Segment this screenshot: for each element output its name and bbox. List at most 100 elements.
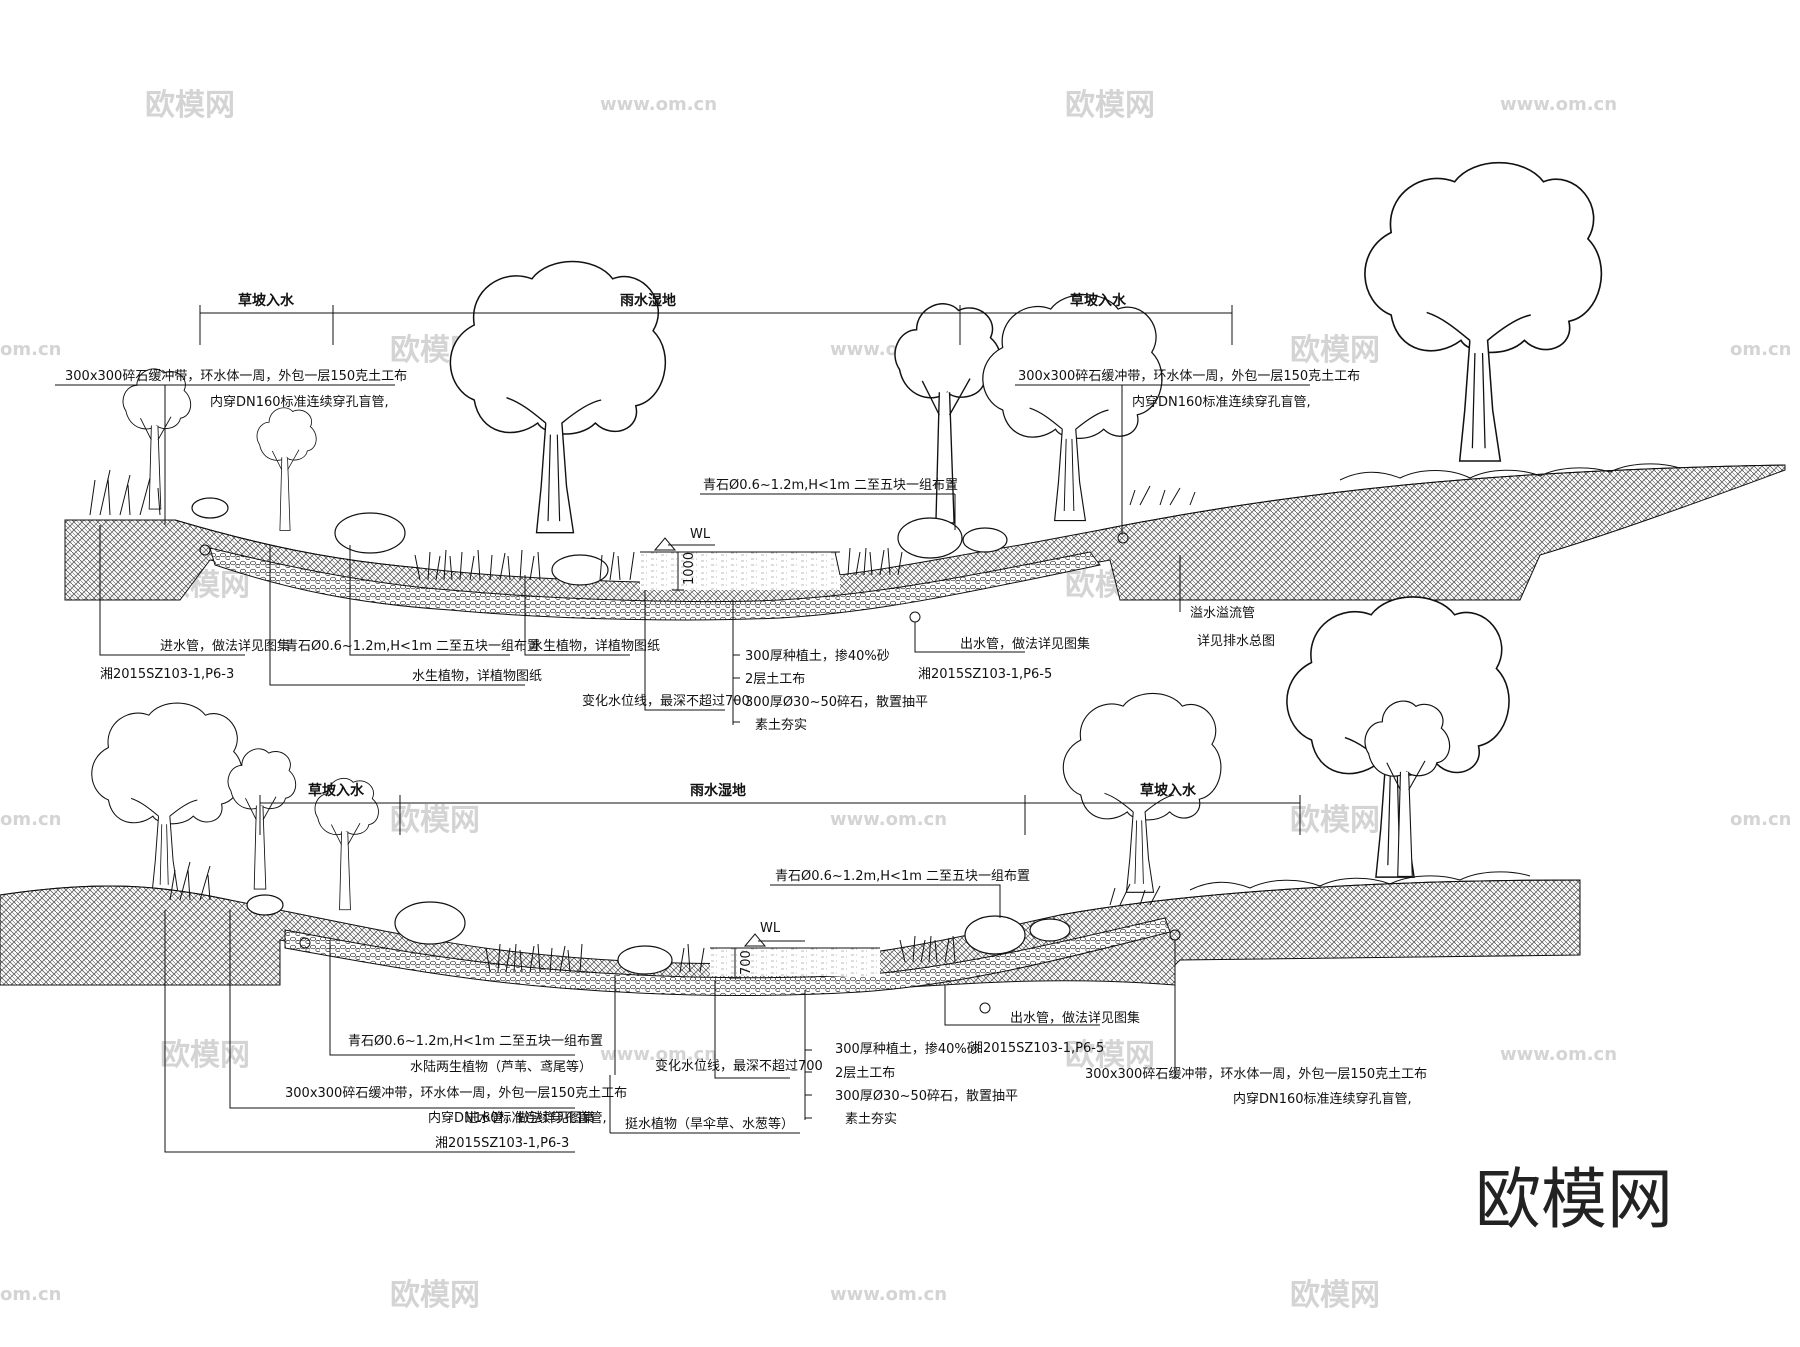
zone-label-center: 雨水湿地: [690, 782, 746, 799]
zone-label-left: 草坡入水: [308, 782, 365, 799]
label-water-level: 变化水位线，最深不超过700: [582, 693, 750, 709]
watermark-url: www.om.cn: [600, 94, 717, 115]
section-1: WL 1000 草坡入水 雨水湿地 草坡入水 300x300碎石缓冲带，环水体一…: [55, 161, 1786, 733]
tree-canopy-icon: [91, 702, 243, 894]
tree-small-icon: [1364, 700, 1451, 878]
tree-small-icon: [227, 748, 297, 890]
water-body: [640, 552, 840, 590]
inlet-pipe-icon: [299, 937, 311, 949]
boulder-icon: [897, 517, 963, 559]
section-2: WL 700 草坡入水 雨水湿地 草坡入水 青石Ø0.6~1.2m,H<1m 二…: [0, 595, 1581, 1153]
watermark-url: www.om.cn: [1500, 94, 1617, 115]
label-gravel-strip-right: 300x300碎石缓冲带，环水体一周，外包一层150克土工布: [1085, 1067, 1427, 1082]
tree-small-icon: [256, 407, 317, 531]
watermark-url: om.cn: [1730, 339, 1791, 360]
watermark-url: om.cn: [1730, 809, 1791, 830]
zone-label-center: 雨水湿地: [620, 292, 676, 309]
label-wet-plants: 水陆两生植物（芦苇、鸢尾等）: [410, 1059, 592, 1075]
watermark-brand: 欧模网: [390, 803, 480, 838]
label-outlet-ref: 湘2015SZ103-1,P6-5: [970, 1041, 1104, 1056]
watermark-url: www.om.cn: [600, 1044, 717, 1065]
label-aquatic-1: 水生植物，详植物图纸: [530, 639, 660, 654]
watermark-url: om.cn: [0, 1284, 61, 1305]
brand-logo: 欧模网: [1475, 1161, 1673, 1238]
watermark-brand: 欧模网: [1290, 333, 1380, 368]
boulder-icon: [551, 554, 609, 586]
label-gravel-strip-right: 300x300碎石缓冲带，环水体一周，外包一层150克土工布: [1018, 369, 1360, 384]
watermark-url: om.cn: [0, 809, 61, 830]
watermark-url: om.cn: [0, 339, 61, 360]
boulder-icon: [334, 512, 406, 554]
zone-label-right: 草坡入水: [1070, 292, 1127, 309]
aquatic-plants-icon: [834, 547, 903, 576]
label-layer-3: 300厚Ø30~50碎石，散置抽平: [745, 695, 928, 710]
wl-label: WL: [760, 921, 781, 936]
water-body: [710, 948, 880, 976]
boulder-icon: [246, 894, 284, 916]
label-inlet-ref: 湘2015SZ103-1,P6-3: [100, 667, 234, 682]
tree-canopy-icon: [1363, 161, 1603, 463]
shrub-icon: [169, 861, 1161, 906]
label-layer-4: 素土夯实: [845, 1112, 897, 1127]
label-pipe-right: 内穿DN160标准连续穿孔盲管,: [1233, 1091, 1412, 1107]
gravel-layer: [209, 547, 1101, 621]
aquatic-plants-icon: [414, 549, 635, 581]
label-outlet-ref: 湘2015SZ103-1,P6-5: [918, 667, 1052, 682]
label-layer-2: 2层土工布: [745, 672, 805, 687]
label-gravel-strip-left: 300x300碎石缓冲带，环水体一周，外包一层150克土工布: [285, 1086, 627, 1101]
aquatic-plants-icon: [899, 935, 956, 963]
label-boulder-bottom: 青石Ø0.6~1.2m,H<1m 二至五块一组布置: [285, 639, 540, 654]
tree-small-icon: [122, 368, 192, 510]
label-overflow: 溢水溢流管: [1190, 606, 1255, 621]
label-boulder-top: 青石Ø0.6~1.2m,H<1m 二至五块一组布置: [703, 478, 958, 493]
watermark-url: www.om.cn: [1500, 1044, 1617, 1065]
watermark-brand: 欧模网: [1065, 88, 1155, 123]
label-pipe-left: 内穿DN160标准连续穿孔盲管,: [428, 1110, 607, 1126]
label-boulder-bottom: 青石Ø0.6~1.2m,H<1m 二至五块一组布置: [348, 1034, 603, 1049]
label-layer-3: 300厚Ø30~50碎石，散置抽平: [835, 1089, 1018, 1104]
shrub-icon: [89, 469, 1196, 516]
outlet-pipe-icon: [909, 611, 921, 623]
boulder-icon: [964, 915, 1026, 955]
watermark-brand: 欧模网: [1065, 1038, 1155, 1073]
watermark-brand: 欧模网: [1290, 1278, 1380, 1313]
label-gravel-strip-left: 300x300碎石缓冲带，环水体一周，外包一层150克土工布: [65, 369, 407, 384]
label-layer-2: 2层土工布: [835, 1066, 895, 1081]
label-pipe-left: 内穿DN160标准连续穿孔盲管,: [210, 394, 389, 410]
inlet-pipe-icon: [199, 544, 211, 556]
label-layer-4: 素土夯实: [755, 718, 807, 733]
boulder-icon: [962, 527, 1008, 553]
watermark-url: www.om.cn: [830, 1284, 947, 1305]
label-emergent: 挺水植物（旱伞草、水葱等）: [625, 1116, 794, 1132]
depth-label: 700: [739, 950, 754, 975]
label-inlet-ref: 湘2015SZ103-1,P6-3: [435, 1136, 569, 1151]
label-boulder-top: 青石Ø0.6~1.2m,H<1m 二至五块一组布置: [775, 869, 1030, 884]
pipe-icon: [1117, 532, 1129, 544]
watermark-brand: 欧模网: [390, 1278, 480, 1313]
label-inlet: 进水管，做法详见图集: [465, 1110, 595, 1126]
label-layer-1: 300厚种植土，掺40%砂: [745, 648, 890, 664]
label-layer-1: 300厚种植土，掺40%砂: [835, 1041, 980, 1057]
boulder-icon: [394, 901, 466, 945]
label-pipe-right: 内穿DN160标准连续穿孔盲管,: [1132, 394, 1311, 410]
zone-label-left: 草坡入水: [238, 292, 295, 309]
label-outlet: 出水管，做法详见图集: [960, 636, 1090, 652]
zone-label-right: 草坡入水: [1140, 782, 1197, 799]
watermark-brand: 欧模网: [1290, 803, 1380, 838]
boulder-icon: [1029, 918, 1071, 942]
aquatic-plants-icon: [485, 943, 705, 973]
boulder-icon: [191, 497, 229, 519]
watermark-url: www.om.cn: [830, 809, 947, 830]
watermark-brand: 欧模网: [160, 1038, 250, 1073]
groundcover-icon: [1339, 463, 1681, 481]
label-overflow-ref: 详见排水总图: [1197, 634, 1275, 649]
label-aquatic-2: 水生植物，详植物图纸: [412, 669, 542, 684]
outlet-pipe-icon: [979, 1002, 991, 1014]
label-water-level: 变化水位线，最深不超过700: [655, 1058, 823, 1074]
boulder-icon: [617, 945, 673, 975]
wl-label: WL: [690, 527, 711, 542]
label-inlet: 进水管，做法详见图集: [160, 638, 290, 654]
depth-label: 1000: [682, 552, 697, 585]
label-outlet: 出水管，做法详见图集: [1010, 1010, 1140, 1026]
